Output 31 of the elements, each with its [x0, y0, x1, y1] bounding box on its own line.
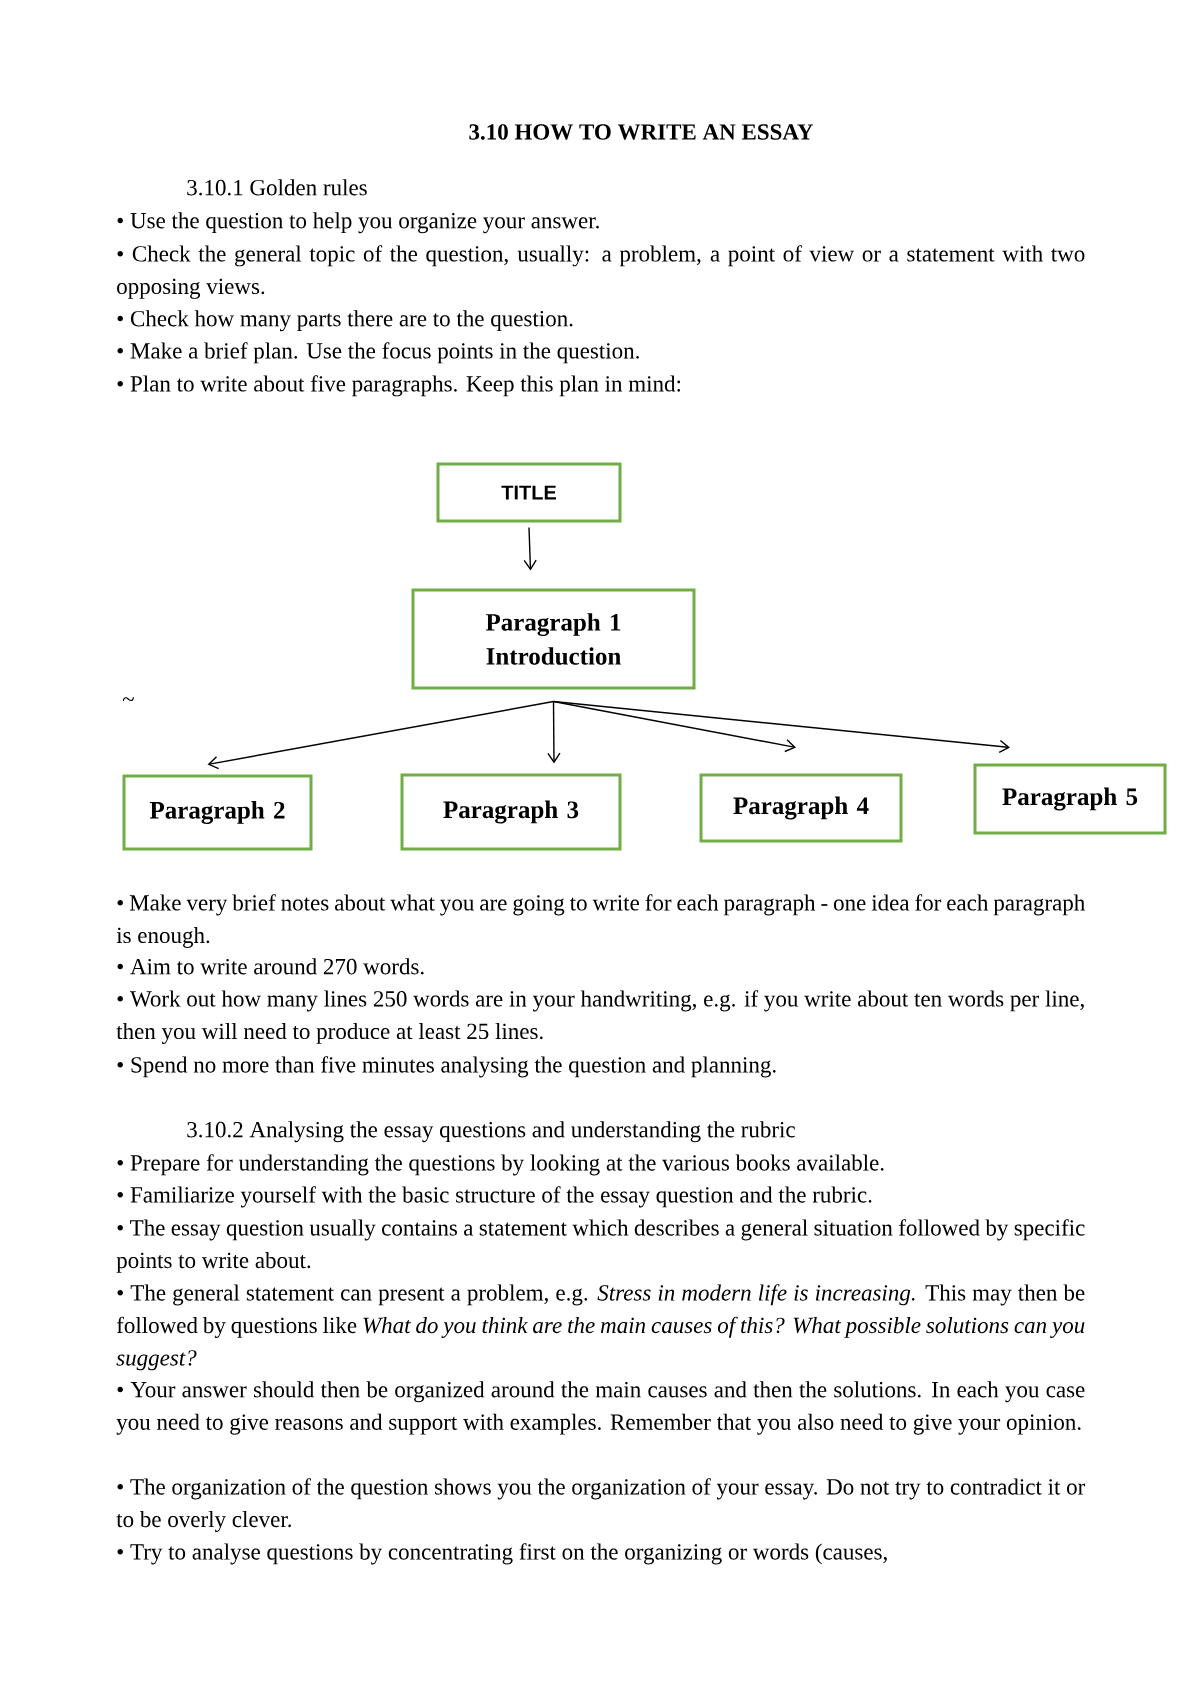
bullet-point: • Familiarize yourself with the basic structure of the essay question and the rubric. [117, 1186, 872, 1208]
process-box: Paragraph 4 [699, 773, 903, 843]
bullet-point: • Plan to write about five paragraphs. Keep this plan in mind: [117, 375, 681, 397]
section-heading: 3.10.1 Golden rules [187, 179, 367, 196]
tilde-mark: ~ [122, 697, 134, 702]
bullet-point: • Use the question to help you organize your answer. [117, 212, 599, 234]
arrow [207, 700, 555, 770]
process-box: Paragraph 2 [122, 774, 313, 851]
bullet-point: • The essay question usually contains a statement which describes a general situation followed by specific points to write about. [116, 1219, 1085, 1273]
bullet-point: • Work out how many lines 250 words are in your handwriting, e.g. if you write about ten words per line, then you will need to produce at least 25 lines. [116, 990, 1084, 1044]
arrow [552, 700, 796, 753]
bullet-point: • Check the general topic of the question, usually: a problem, a point of view or a statement with two opposing views. [117, 245, 1085, 299]
arrow [523, 526, 537, 571]
process-box: Paragraph 3 [400, 773, 622, 851]
bullet-point: • Prepare for understanding the questions by looking at the various books available. [117, 1154, 884, 1176]
bullet-point: • Aim to write around 270 words. [117, 958, 424, 975]
section-heading: 3.10.2 Analysing the essay questions and understanding the rubric [187, 1121, 795, 1143]
bullet-point: • The organization of the question shows you the organization of your essay. Do not try to contradict it or to be overly clever. [116, 1478, 1086, 1532]
arrow [552, 700, 1010, 754]
bullet-point: • Check how many parts there are to the question. [117, 310, 573, 332]
bullet-point: • Make very brief notes about what you are going to write for each paragraph - one idea for each paragraph is enough. [116, 894, 1085, 948]
bullet-point: • Your answer should then be organized around the main causes and then the solutions. In each you case you need to give reasons and support with examples. Remember that you also need to give your opinion. [116, 1381, 1085, 1435]
bullet-point: • The general statement can present a problem, e.g. Stress in modern life is increasing. This may then be followed by questions like What do you think are the main causes of this? What possible solutions can you suggest? [116, 1284, 1085, 1371]
arrow [547, 700, 561, 764]
process-box: Paragraph 5 [973, 763, 1167, 835]
bullet-point: • Try to analyse questions by concentrating first on the organizing or words (causes, [117, 1543, 887, 1565]
process-box: TITLE [436, 462, 622, 523]
bullet-point: • Spend no more than five minutes analysing the question and planning. [117, 1056, 776, 1078]
heading: 3.10 HOW TO WRITE AN ESSAY [469, 124, 814, 140]
bullet-point: • Make a brief plan. Use the focus points in the question. [117, 342, 639, 364]
process-box: Paragraph 1 Introduction [411, 588, 696, 690]
